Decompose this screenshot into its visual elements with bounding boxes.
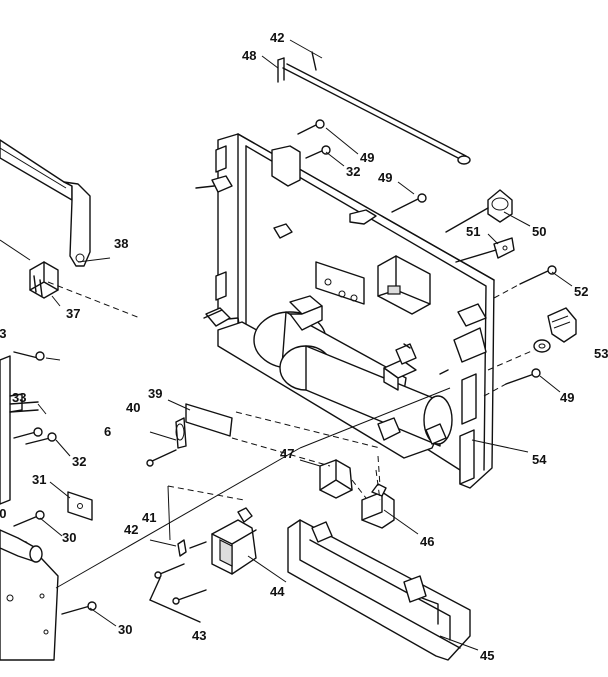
leader-lines <box>0 127 573 651</box>
label-41: 41 <box>142 510 156 525</box>
label-6: 6 <box>104 424 111 439</box>
bracket-39-group <box>146 403 233 467</box>
left-board <box>0 351 57 505</box>
label-54: 54 <box>532 452 547 467</box>
label-46: 46 <box>420 534 434 549</box>
clip-part <box>29 261 59 299</box>
label-45: 45 <box>480 648 494 663</box>
small-plate <box>67 491 93 521</box>
label-42-top: 42 <box>270 30 284 45</box>
label-47: 47 <box>280 446 294 461</box>
label-49-mid: 49 <box>378 170 392 185</box>
clips-47-46 <box>319 459 395 529</box>
label-40: 40 <box>126 400 140 415</box>
label-49-right: 49 <box>560 390 574 405</box>
label-52: 52 <box>574 284 588 299</box>
label-30-left: 30 <box>0 506 6 521</box>
label-38: 38 <box>114 236 128 251</box>
transformer <box>149 507 257 623</box>
label-31: 31 <box>32 472 46 487</box>
label-32-top: 32 <box>346 164 360 179</box>
label-42-bottom: 42 <box>124 522 138 537</box>
label-30-mid: 30 <box>62 530 76 545</box>
label-33: 33 <box>12 390 26 405</box>
rod-assembly <box>261 39 471 165</box>
chassis-hardware <box>297 119 577 397</box>
label-53-left: 53 <box>0 326 6 341</box>
label-48: 48 <box>242 48 256 63</box>
label-44: 44 <box>270 584 285 599</box>
handle-part <box>0 139 91 267</box>
label-50: 50 <box>532 224 546 239</box>
label-53-right: 53 <box>594 346 608 361</box>
part-labels: 42 48 49 32 49 50 51 52 53 49 54 38 37 5… <box>0 30 608 663</box>
bottom-cover <box>287 519 471 661</box>
lower-left-plate <box>0 510 97 661</box>
label-39: 39 <box>148 386 162 401</box>
label-32-left: 32 <box>72 454 86 469</box>
label-49-top: 49 <box>360 150 374 165</box>
label-30-bottom: 30 <box>118 622 132 637</box>
label-51: 51 <box>466 224 480 239</box>
label-43: 43 <box>192 628 206 643</box>
main-chassis <box>195 133 495 489</box>
label-37: 37 <box>66 306 80 321</box>
